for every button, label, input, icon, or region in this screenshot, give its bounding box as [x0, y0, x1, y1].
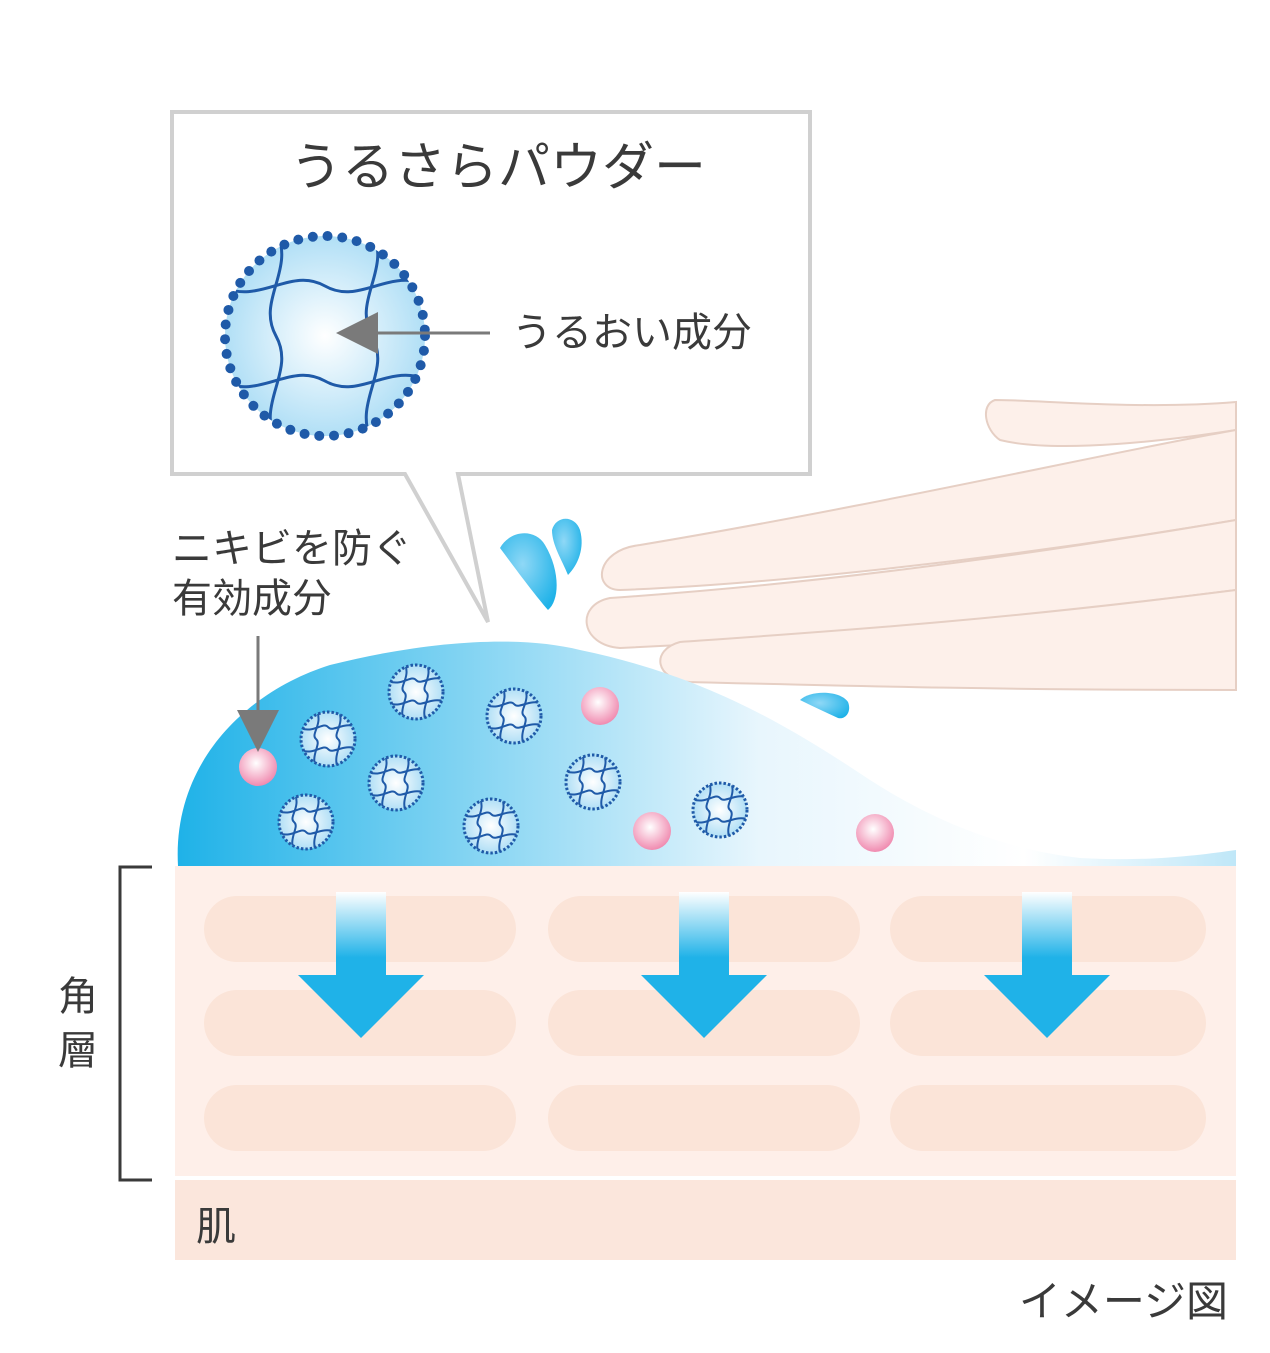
penetration-arrow-1: [298, 892, 424, 1038]
penetration-arrow-2: [641, 892, 767, 1038]
acne-particle: [633, 812, 671, 850]
stratum-label-2: 層: [58, 1028, 98, 1074]
stratum-label-1: 角: [58, 974, 98, 1020]
acne-particle: [856, 814, 894, 852]
penetration-arrows: [298, 892, 1110, 1038]
acne-particle: [581, 687, 619, 725]
callout-title: うるさらパウダー: [290, 138, 706, 198]
skin-label: 肌: [196, 1204, 236, 1250]
image-caption: イメージ図: [1019, 1277, 1228, 1326]
powder-particle-large: [220, 231, 430, 441]
skin-layer: [175, 1180, 1236, 1260]
finger-illustration: [585, 398, 1237, 692]
stratum-bracket: [118, 865, 152, 1182]
acne-particle: [239, 748, 277, 786]
acne-label-line2: 有効成分: [172, 576, 332, 622]
penetration-arrow-3: [984, 892, 1110, 1038]
acne-label-line1: ニキビを防ぐ: [172, 526, 412, 572]
moisture-label: うるおい成分: [512, 310, 752, 356]
acne-particles: [239, 687, 894, 852]
splash-droplets: [500, 518, 850, 719]
